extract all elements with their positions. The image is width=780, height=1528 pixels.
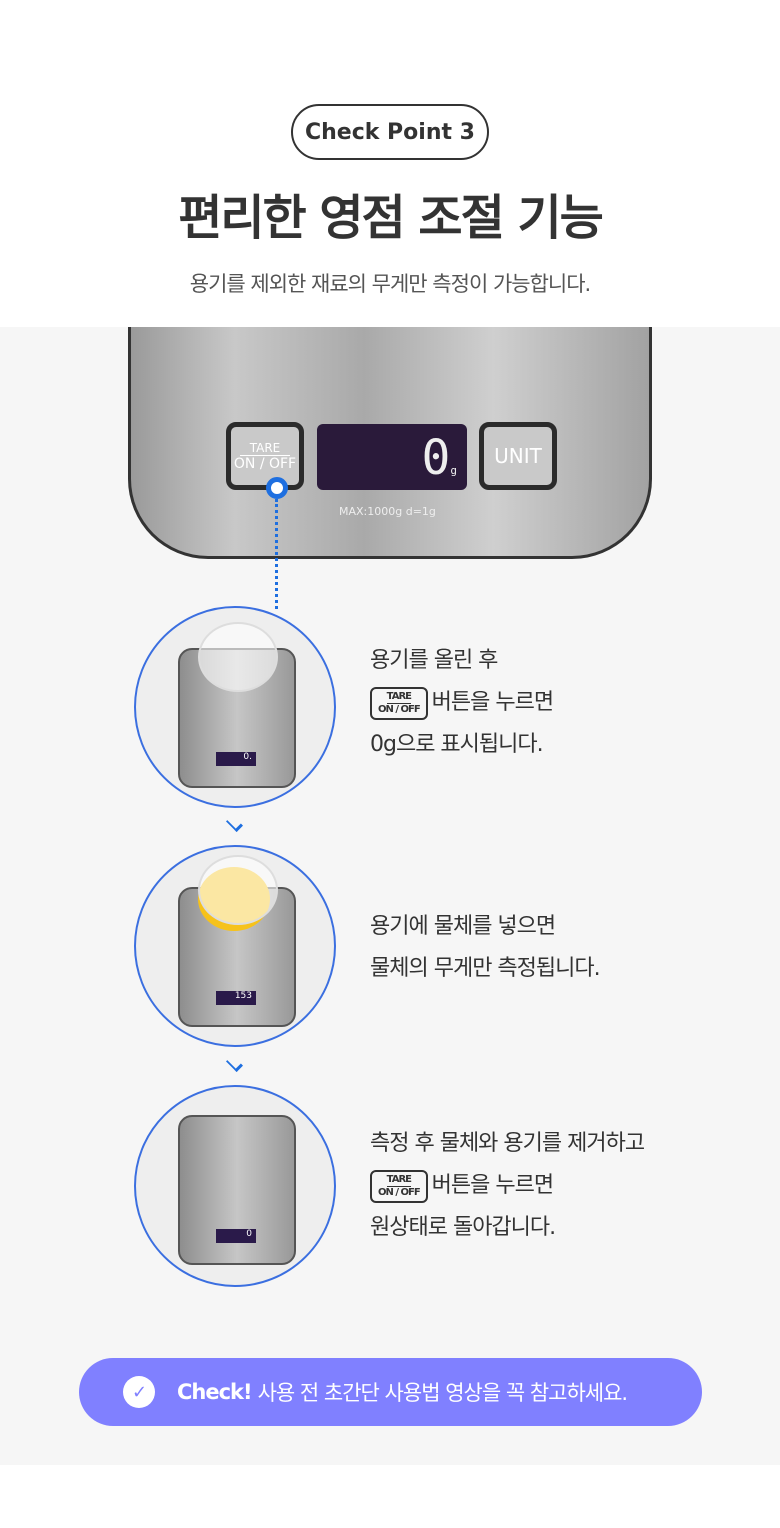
- mini-scale: 0: [178, 1115, 296, 1265]
- bowl: [198, 622, 278, 692]
- mini-display: 0: [216, 1229, 256, 1243]
- text-line: 원상태로 돌아갑니다.: [370, 1215, 556, 1240]
- step-2-text: 용기에 물체를 넣으면 물체의 무게만 측정됩니다.: [370, 906, 601, 990]
- scale-display: 0g: [317, 424, 467, 490]
- tare-label: TARE: [239, 441, 291, 456]
- unit-button: UNIT: [479, 422, 557, 490]
- check-banner: ✓ Check! 사용 전 초간단 사용법 영상을 꼭 참고하세요.: [79, 1358, 702, 1426]
- chevron-down-icon: [222, 820, 248, 832]
- text-line: 물체의 무게만 측정됩니다.: [370, 956, 601, 981]
- text-line: 버튼을 누르면: [431, 690, 554, 715]
- step-3-image: 0: [134, 1085, 336, 1287]
- text-line: 용기에 물체를 넣으면: [370, 914, 556, 939]
- text-line: 버튼을 누르면: [431, 1173, 554, 1198]
- mini-display: 153: [216, 991, 256, 1005]
- text-line: 0g으로 표시됩니다.: [370, 732, 544, 757]
- display-unit: g: [450, 464, 457, 477]
- text-line: 용기를 올린 후: [370, 648, 498, 673]
- page-title: 편리한 영점 조절 기능: [178, 190, 604, 246]
- step-1-image: 0.: [134, 606, 336, 808]
- display-value: 0: [421, 430, 451, 486]
- scale-spec: MAX:1000g d=1g: [339, 505, 436, 518]
- check-label: Check!: [177, 1380, 253, 1404]
- pointer-dot: [266, 477, 288, 499]
- unit-label: UNIT: [494, 444, 542, 468]
- check-point-badge: Check Point 3: [291, 104, 489, 160]
- page-subtitle: 용기를 제외한 재료의 무게만 측정이 가능합니다.: [189, 272, 591, 296]
- onoff-label: ON / OFF: [233, 455, 297, 472]
- mini-display: 0.: [216, 752, 256, 766]
- text-line: 측정 후 물체와 용기를 제거하고: [370, 1131, 645, 1156]
- check-text: 사용 전 초간단 사용법 영상을 꼭 참고하세요.: [257, 1381, 628, 1405]
- bowl: [198, 855, 278, 925]
- check-circle-icon: ✓: [123, 1376, 155, 1408]
- pointer-line: [275, 499, 278, 609]
- chevron-down-icon: [222, 1060, 248, 1072]
- step-2-image: 153: [134, 845, 336, 1047]
